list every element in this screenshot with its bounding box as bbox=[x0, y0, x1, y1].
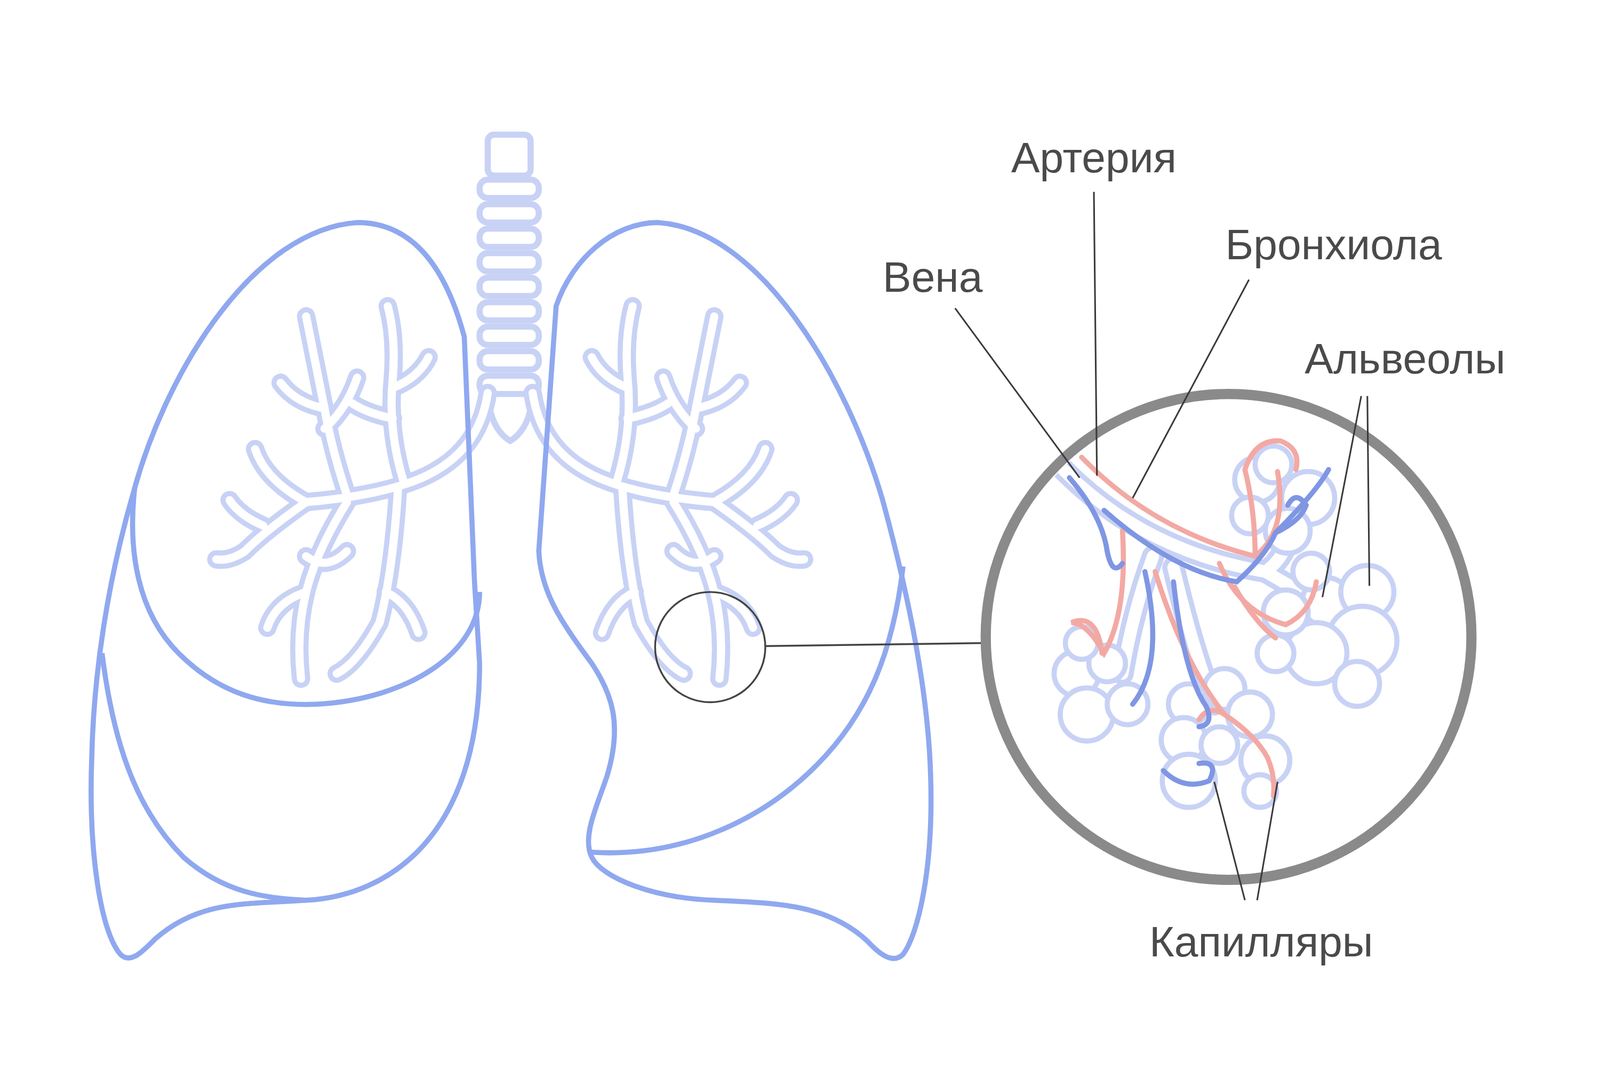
part-label: Вена bbox=[882, 252, 983, 304]
leader-lines bbox=[955, 192, 1370, 901]
part-label: Капилляры bbox=[1149, 916, 1374, 968]
artery-branches bbox=[1071, 440, 1317, 796]
vein-branches bbox=[1069, 469, 1329, 784]
part-label: Альвеолы bbox=[1304, 333, 1506, 386]
part-label: Артерия bbox=[1011, 132, 1177, 184]
lung-outline bbox=[91, 222, 932, 959]
zoom-circle bbox=[985, 394, 1472, 880]
alveoli-detail bbox=[1053, 440, 1397, 807]
alveolus bbox=[1053, 445, 1397, 807]
trachea bbox=[479, 134, 539, 395]
bronchial-tree bbox=[216, 306, 805, 679]
part-label: Бронхиола bbox=[1225, 219, 1443, 271]
zoom-marker bbox=[654, 592, 986, 703]
